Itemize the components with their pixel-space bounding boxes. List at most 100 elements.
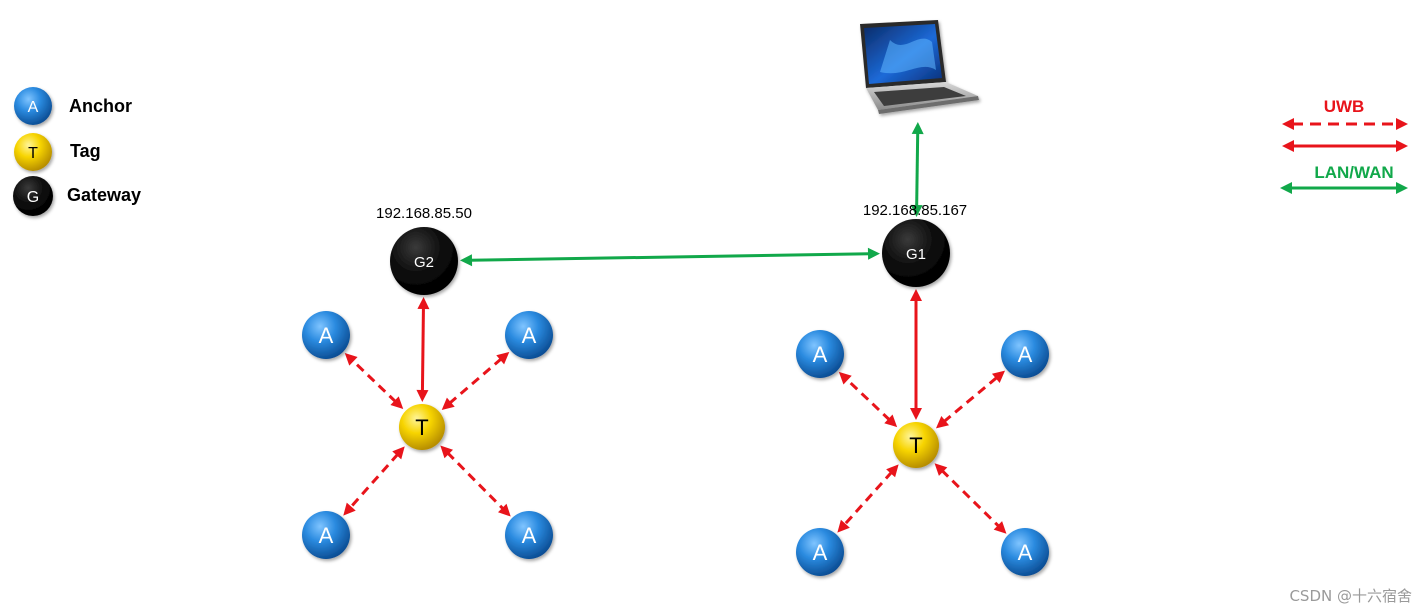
link-g2-g1-arrowhead-end xyxy=(867,247,881,260)
link-tag-right-anchor-2-arrowhead-start xyxy=(935,416,950,429)
legend-tag: T Tag xyxy=(14,133,101,171)
anchor-left-1-circle xyxy=(302,311,350,359)
uwb-legend-label: UWB xyxy=(1324,97,1365,116)
links-layer xyxy=(343,121,1007,534)
legend-anchor-letter: A xyxy=(28,99,39,116)
link-g2-g1-arrowhead-start xyxy=(459,254,473,267)
anchor-right-3: A xyxy=(796,528,844,576)
anchor-right-2: A xyxy=(1001,330,1049,378)
gateway-g2-circle xyxy=(390,227,458,295)
nodes-layer: G2 G1T T A A A A A A A A xyxy=(302,219,1049,576)
link-tag-left-anchor-2-arrowhead-start xyxy=(441,397,455,411)
tag-left: T xyxy=(399,404,445,450)
lan-legend-arrowhead-left xyxy=(1280,182,1292,194)
anchor-right-1-letter: A xyxy=(813,342,828,367)
uwb-dashed-legend-arrowhead-left xyxy=(1282,118,1294,130)
tag-left-circle xyxy=(399,404,445,450)
link-tag-right-anchor-2-arrowhead-end xyxy=(991,370,1006,383)
legend-tag-label: Tag xyxy=(70,141,101,161)
anchor-left-3-circle xyxy=(302,511,350,559)
link-tag-right-anchor-2-line xyxy=(942,375,999,424)
tag-left-letter: T xyxy=(415,415,428,440)
gateway-g1-letter: G1 xyxy=(906,246,926,263)
link-g2-tag-arrowhead-start xyxy=(417,296,430,310)
anchor-right-2-circle xyxy=(1001,330,1049,378)
link-tag-left-anchor-3-arrowhead-end xyxy=(343,502,356,516)
link-laptop-g1-arrowhead-start xyxy=(911,121,924,135)
link-tag-right-anchor-1-arrowhead-start xyxy=(884,414,898,428)
link-g2-g1-line xyxy=(469,252,871,262)
anchor-right-3-letter: A xyxy=(813,540,828,565)
link-tag-left-anchor-1-arrowhead-end xyxy=(344,352,358,366)
link-tag-left-anchor-1-arrowhead-start xyxy=(390,396,404,410)
anchor-right-1-circle xyxy=(796,330,844,378)
link-tag-right-anchor-4-line xyxy=(940,469,1001,528)
tag-right: T xyxy=(893,422,939,468)
link-tag-left-anchor-3-arrowhead-start xyxy=(392,446,405,460)
legend-tag-icon xyxy=(14,133,52,171)
uwb-dashed-legend-arrowhead-right xyxy=(1396,118,1408,130)
lan-legend-arrowhead-right xyxy=(1396,182,1408,194)
legend-anchor-icon xyxy=(14,87,52,125)
tag-right-circle xyxy=(893,422,939,468)
anchor-left-1: A xyxy=(302,311,350,359)
link-tag-right-anchor-3-line xyxy=(842,470,894,527)
link-tag-right-anchor-4-arrowhead-start xyxy=(934,463,948,476)
anchor-left-1-letter: A xyxy=(319,323,334,348)
link-tag-left-anchor-4-arrowhead-end xyxy=(497,503,511,517)
legend-gateway-label: Gateway xyxy=(67,185,141,205)
gateway-g1: G1 xyxy=(882,219,950,287)
gateway-g1-ip: 192.168.85.167 xyxy=(863,202,967,219)
legend-gateway: G Gateway xyxy=(13,176,141,216)
gateway-g2: G2 xyxy=(390,227,458,295)
link-g1-tag-arrowhead-start xyxy=(910,289,922,301)
uwb-solid-legend-arrowhead-right xyxy=(1396,140,1408,152)
legend-anchor-label: Anchor xyxy=(69,96,132,116)
gateway-g2-ip: 192.168.85.50 xyxy=(376,205,472,222)
link-tag-left-anchor-2-arrowhead-end xyxy=(496,351,510,365)
link-tag-left-anchor-4-arrowhead-start xyxy=(440,445,454,459)
gateway-g2-letter: G2 xyxy=(414,254,434,271)
legend: A Anchor T Tag G Gateway xyxy=(13,87,141,216)
anchor-right-1: A xyxy=(796,330,844,378)
legend-gateway-icon xyxy=(13,176,53,216)
anchor-right-4-circle xyxy=(1001,528,1049,576)
link-legend: UWB LAN/WAN xyxy=(1280,97,1408,194)
anchor-left-2-letter: A xyxy=(522,323,537,348)
link-laptop-g1-line xyxy=(915,131,920,208)
link-g2-tag-arrowhead-end xyxy=(416,389,429,403)
anchor-left-3: A xyxy=(302,511,350,559)
legend-gateway-letter: G xyxy=(27,189,39,206)
link-tag-left-anchor-3-line xyxy=(348,452,400,510)
anchor-left-2: A xyxy=(505,311,553,359)
anchor-left-2-circle xyxy=(505,311,553,359)
link-laptop-g1-arrowhead-end xyxy=(910,204,923,218)
link-tag-right-anchor-1-arrowhead-end xyxy=(838,371,852,385)
anchor-right-4: A xyxy=(1001,528,1049,576)
link-g1-tag-arrowhead-end xyxy=(910,408,922,420)
anchor-left-4-circle xyxy=(505,511,553,559)
link-tag-right-anchor-4-arrowhead-end xyxy=(993,521,1007,534)
anchor-right-2-letter: A xyxy=(1018,342,1033,367)
link-tag-left-anchor-1-line xyxy=(350,358,398,404)
anchor-left-4-letter: A xyxy=(522,523,537,548)
uwb-solid-legend-arrowhead-left xyxy=(1282,140,1294,152)
link-tag-right-anchor-3-arrowhead-start xyxy=(886,464,899,478)
link-tag-right-anchor-1-line xyxy=(845,377,891,422)
link-g2-tag-line xyxy=(420,306,425,393)
legend-tag-letter: T xyxy=(28,145,38,162)
lan-legend-label: LAN/WAN xyxy=(1314,163,1393,182)
legend-anchor: A Anchor xyxy=(14,87,132,125)
anchor-right-3-circle xyxy=(796,528,844,576)
anchor-right-4-letter: A xyxy=(1018,540,1033,565)
link-tag-left-anchor-4-line xyxy=(446,451,505,511)
link-tag-right-anchor-3-arrowhead-end xyxy=(837,519,850,533)
gateway-g1-circle xyxy=(882,219,950,287)
link-tag-left-anchor-2-line xyxy=(448,357,503,405)
laptop-icon xyxy=(860,20,979,114)
watermark: CSDN @十六宿舍 xyxy=(1289,587,1412,605)
anchor-left-4: A xyxy=(505,511,553,559)
anchor-left-3-letter: A xyxy=(319,523,334,548)
tag-right-letter: T xyxy=(909,433,922,458)
